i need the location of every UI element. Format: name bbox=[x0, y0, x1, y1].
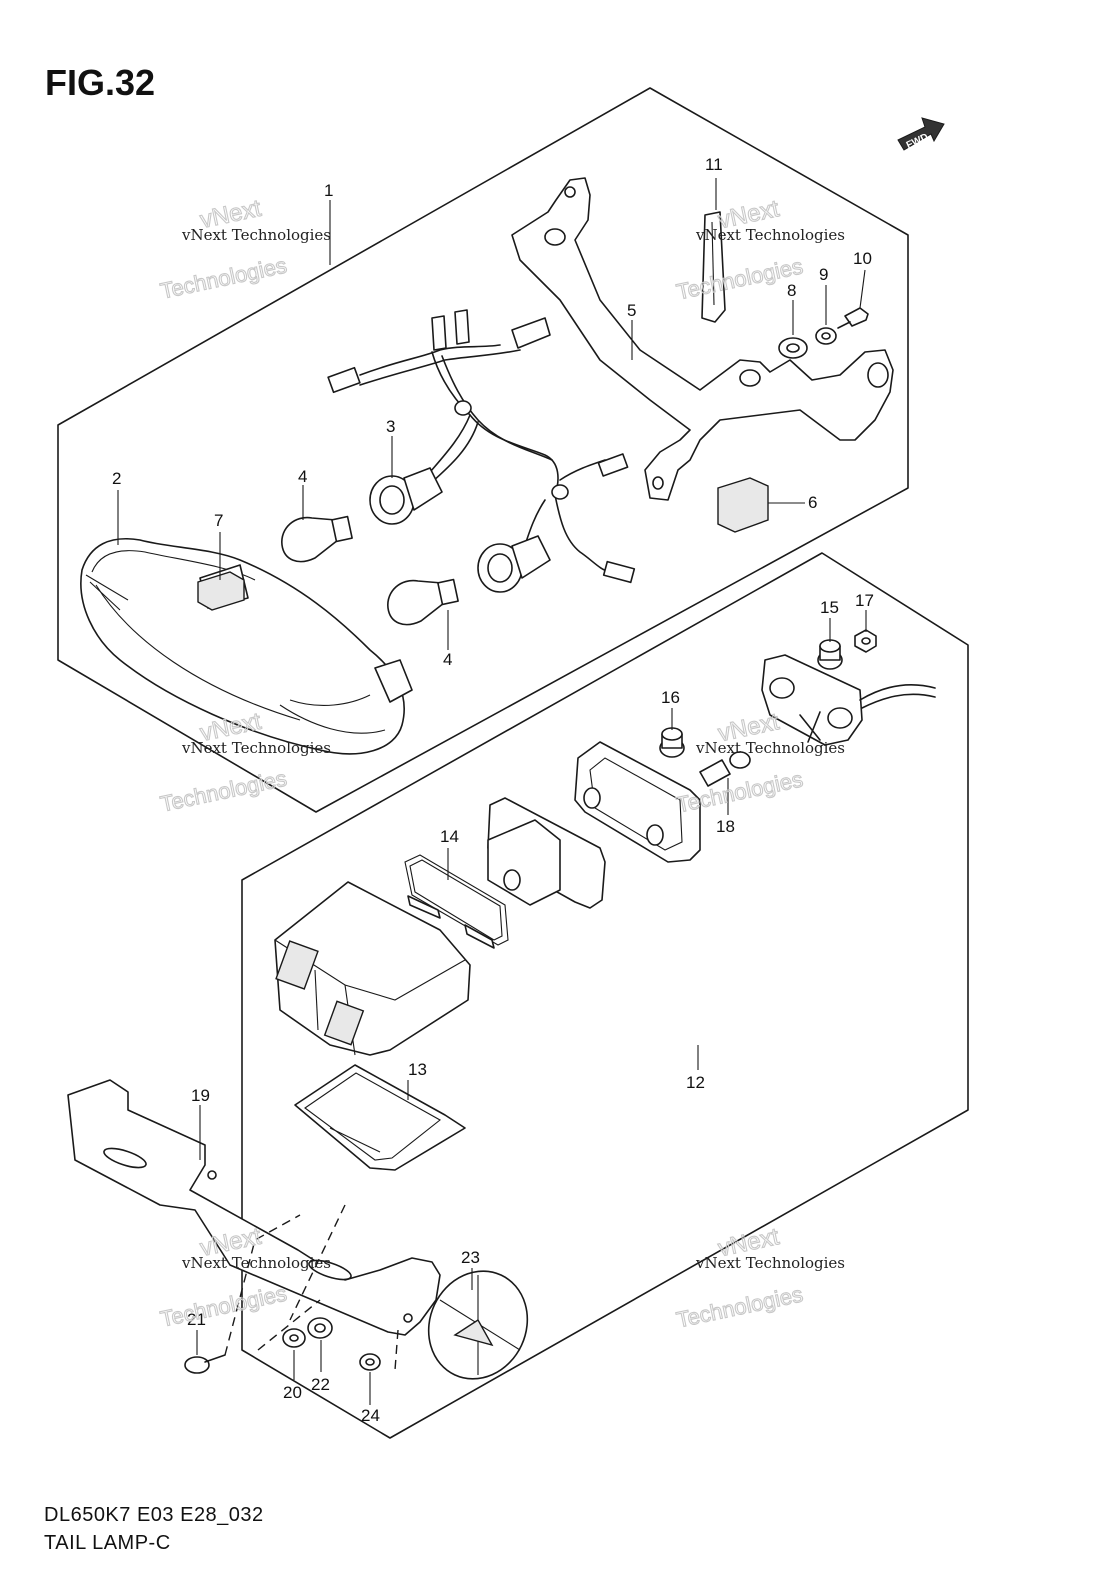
screw-part-10 bbox=[837, 307, 869, 329]
callout-4-lower: 4 bbox=[443, 650, 452, 669]
bulb-part-4-lower bbox=[387, 578, 459, 626]
callout-9: 9 bbox=[819, 265, 828, 284]
svg-text:Technologies: Technologies bbox=[674, 253, 805, 304]
callout-6: 6 bbox=[808, 493, 817, 512]
callout-16: 16 bbox=[661, 688, 680, 707]
callout-5: 5 bbox=[627, 301, 636, 320]
model-code: DL650K7 E03 E28_032 bbox=[44, 1504, 264, 1526]
callout-13: 13 bbox=[408, 1060, 427, 1079]
lens-frame bbox=[574, 741, 701, 863]
license-socket-plate bbox=[761, 654, 936, 746]
wiring-harness bbox=[327, 309, 636, 584]
washer-part-9 bbox=[815, 327, 837, 345]
svg-text:Technologies: Technologies bbox=[158, 766, 289, 817]
pad-part-7 bbox=[197, 571, 245, 611]
callout-numbers: 1 2 3 4 4 5 6 7 8 9 10 11 12 13 14 15 17… bbox=[112, 155, 874, 1425]
figure-title: FIG.32 bbox=[45, 62, 156, 103]
grommet-part-15 bbox=[817, 639, 843, 670]
svg-text:vNext Technologies: vNext Technologies bbox=[181, 1254, 331, 1272]
callout-2: 2 bbox=[112, 469, 121, 488]
svg-text:Technologies: Technologies bbox=[158, 253, 289, 304]
pad-part-6 bbox=[717, 477, 769, 533]
callout-15: 15 bbox=[820, 598, 839, 617]
gasket-part-14 bbox=[404, 854, 509, 946]
callout-11: 11 bbox=[705, 155, 723, 174]
leader-lines bbox=[117, 178, 867, 1405]
nut-part-24 bbox=[359, 1353, 381, 1371]
callout-23: 23 bbox=[461, 1248, 480, 1267]
callout-10: 10 bbox=[853, 249, 872, 268]
license-lamp-assembly bbox=[274, 881, 495, 1056]
washer-part-20 bbox=[282, 1328, 306, 1348]
socket-part-3-lower bbox=[477, 535, 551, 593]
callout-16-18: 17 bbox=[855, 591, 874, 610]
callout-1: 1 bbox=[324, 181, 333, 200]
spacer-part-8 bbox=[778, 337, 808, 359]
group-frame-1 bbox=[57, 87, 909, 813]
svg-text:Technologies: Technologies bbox=[674, 766, 805, 817]
svg-text:vNext Technologies: vNext Technologies bbox=[181, 739, 331, 757]
inner-socket-box bbox=[487, 797, 606, 909]
callout-12: 12 bbox=[686, 1073, 705, 1092]
svg-text:vNext Technologies: vNext Technologies bbox=[695, 1254, 845, 1272]
nut-part-18 bbox=[854, 629, 877, 653]
watermark-bottom-right: vNext Technologies vNext Technologies bbox=[674, 1223, 845, 1333]
svg-text:vNext Technologies: vNext Technologies bbox=[695, 739, 845, 757]
callout-20: 20 bbox=[283, 1383, 302, 1402]
callout-14: 14 bbox=[440, 827, 459, 846]
bracket-part-19 bbox=[67, 1079, 441, 1336]
callout-21: 21 bbox=[187, 1310, 206, 1329]
svg-text:vNext Technologies: vNext Technologies bbox=[181, 226, 331, 244]
watermark-top-right: vNext Technologies vNext Technologies bbox=[674, 195, 845, 305]
callout-19: 19 bbox=[191, 1086, 210, 1105]
bracket-part-5 bbox=[511, 177, 894, 501]
socket-part-3-upper bbox=[369, 467, 443, 525]
svg-text:vNext Technologies: vNext Technologies bbox=[695, 226, 845, 244]
callout-8: 8 bbox=[787, 281, 796, 300]
callout-4-upper: 4 bbox=[298, 467, 307, 486]
group-frame-12 bbox=[241, 552, 969, 1439]
svg-text:Technologies: Technologies bbox=[158, 1281, 289, 1332]
callout-24: 24 bbox=[361, 1406, 380, 1425]
reflector-part-23 bbox=[427, 1270, 529, 1380]
watermark-top-left: vNext Technologies vNext Technologies bbox=[158, 194, 331, 304]
callout-7: 7 bbox=[214, 511, 223, 530]
bulb-part-4-upper bbox=[281, 515, 353, 563]
callout-17: 18 bbox=[716, 817, 735, 836]
callout-3: 3 bbox=[386, 417, 395, 436]
grommet-part-16 bbox=[659, 727, 685, 758]
nut-part-22 bbox=[307, 1317, 333, 1339]
part-group-name: TAIL LAMP-C bbox=[44, 1532, 171, 1554]
lens-part-13 bbox=[294, 1064, 466, 1171]
svg-text:Technologies: Technologies bbox=[674, 1281, 805, 1332]
callout-22: 22 bbox=[311, 1375, 330, 1394]
fwd-arrow-icon: FWD bbox=[897, 117, 945, 151]
screw-part-21 bbox=[184, 1354, 226, 1374]
bulb-part-17 bbox=[699, 751, 751, 787]
